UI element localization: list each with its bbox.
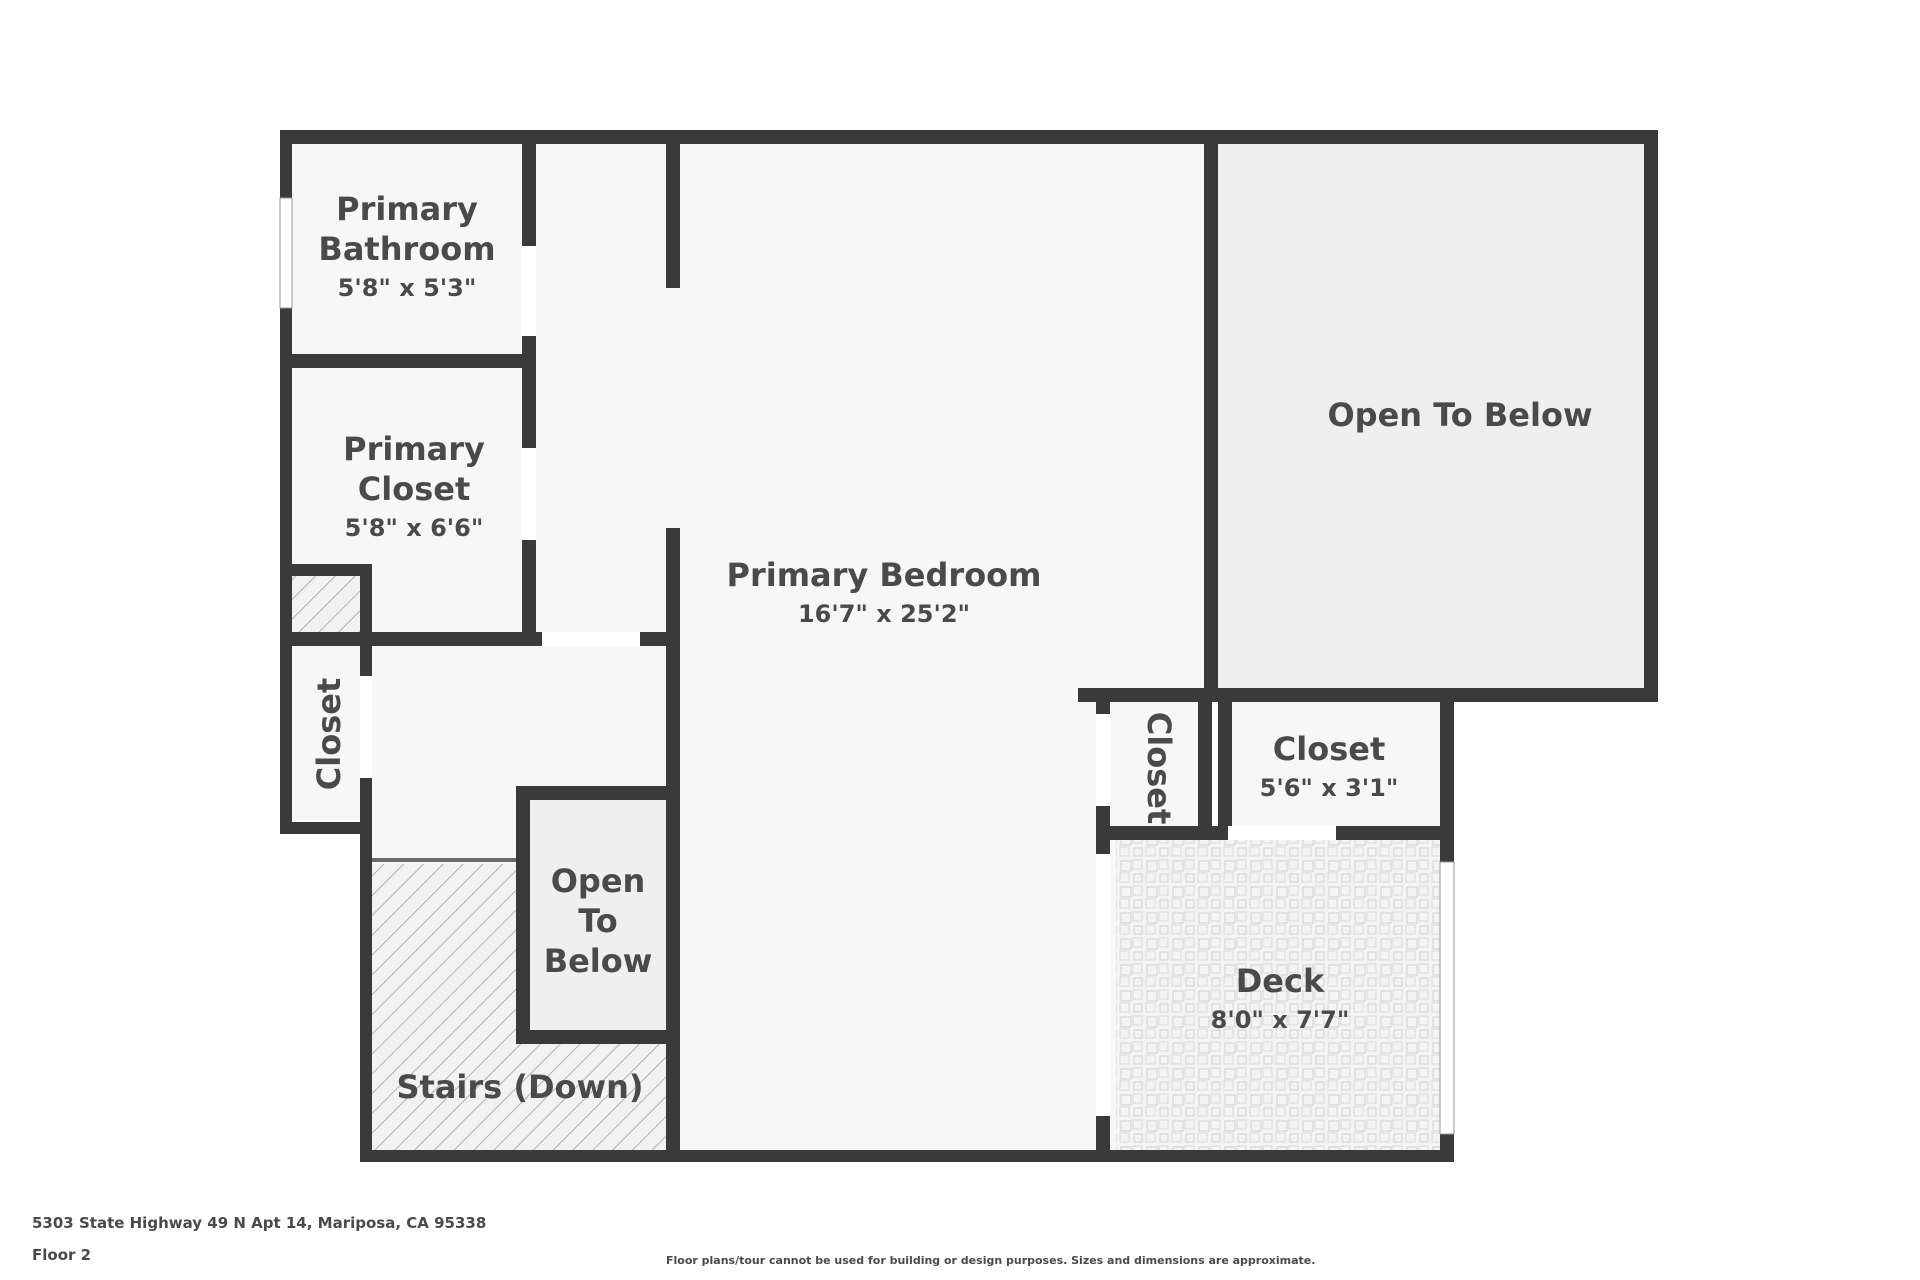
label-closet-left: Closet — [310, 678, 348, 790]
door-landing-top — [542, 632, 640, 646]
room-labels: Primary Bathroom 5'8" x 5'3" Primary Clo… — [310, 190, 1593, 1106]
label-open-to-below-large: Open To Below — [1327, 396, 1592, 434]
wall-bedroom-open — [1204, 130, 1218, 702]
floor-primary-bathroom — [292, 144, 524, 356]
wall-hatch-top — [280, 564, 372, 576]
wall-otb-small-right — [666, 786, 680, 1162]
address-text: 5303 State Highway 49 N Apt 14, Mariposa… — [32, 1214, 487, 1232]
label-closet-right-dim: 5'6" x 3'1" — [1260, 774, 1399, 802]
wall-stairs-top — [372, 858, 516, 862]
wall-top — [280, 130, 1658, 144]
wall-closet-deck-c — [1336, 826, 1454, 840]
wall-open-bottom — [1078, 688, 1658, 702]
wall-otb-small-left — [516, 786, 530, 1044]
floor-closet-left — [292, 644, 360, 820]
floor-bedroom-lower — [672, 700, 1106, 1150]
wall-right-open — [1644, 130, 1658, 702]
wall-hatch-right — [360, 564, 372, 646]
wall-bath-right-c — [522, 540, 536, 644]
label-otb-small-2: To — [578, 902, 618, 940]
wall-cv-right — [1198, 688, 1212, 838]
wall-bath-closet — [280, 354, 536, 368]
label-primary-bathroom-dim: 5'8" x 5'3" — [338, 274, 477, 302]
wall-left-lower — [360, 822, 372, 1162]
wall-bath-right-b — [522, 336, 536, 448]
door-primary-closet — [522, 448, 536, 540]
wall-cv-left-a — [1096, 688, 1110, 714]
walls — [280, 130, 1658, 1162]
wall-closet-deck-a — [1096, 826, 1226, 840]
label-primary-closet-1: Primary — [343, 430, 485, 468]
wall-otb-small-bottom — [516, 1030, 680, 1044]
wall-deck-left — [1096, 1116, 1110, 1162]
wall-bottom — [360, 1150, 1454, 1162]
floor-label: Floor 2 — [32, 1246, 92, 1264]
window-deck — [1439, 861, 1455, 1135]
label-stairs: Stairs (Down) — [396, 1068, 643, 1106]
label-closet-right: Closet — [1273, 730, 1385, 768]
floor-open-to-below-small — [530, 800, 666, 1030]
wall-otb-small-top — [516, 786, 680, 800]
label-primary-bedroom: Primary Bedroom — [726, 556, 1041, 594]
label-otb-small-1: Open — [551, 862, 646, 900]
floor-closet-right — [1218, 700, 1440, 826]
door-closet-right — [1228, 826, 1336, 840]
label-primary-bedroom-dim: 16'7" x 25'2" — [798, 600, 970, 628]
door-bathroom — [522, 246, 536, 336]
door-closet-vertical — [1096, 714, 1110, 806]
floor-hatch-small — [292, 576, 360, 632]
door-deck-left — [1096, 854, 1110, 1116]
wall-hall-stub-mid — [666, 528, 680, 790]
wall-closet-bottom-a — [280, 632, 542, 646]
wall-hall-stub-top — [666, 144, 680, 288]
door-closet-left — [360, 676, 372, 778]
label-primary-closet-2: Closet — [358, 470, 470, 508]
label-primary-bathroom-1: Primary — [336, 190, 478, 228]
floor-deck — [1116, 838, 1440, 1150]
label-primary-bathroom-2: Bathroom — [318, 230, 495, 268]
wall-closet-left-right-b — [360, 778, 372, 834]
window-bathroom — [279, 197, 293, 309]
label-otb-small-3: Below — [544, 942, 653, 980]
wall-left-bottom-step — [280, 822, 372, 834]
wall-bath-right-a — [522, 130, 536, 246]
openings — [279, 197, 1455, 1135]
label-primary-closet-dim: 5'8" x 6'6" — [345, 514, 484, 542]
disclaimer-text: Floor plans/tour cannot be used for buil… — [666, 1254, 1316, 1267]
wall-closet-left-right-a — [360, 640, 372, 676]
label-closet-vertical: Closet — [1140, 712, 1178, 824]
floor-hall — [536, 144, 672, 632]
floor-closet-vertical — [1116, 700, 1204, 826]
floor-open-to-below-large — [1218, 144, 1644, 688]
wall-cv-top — [1218, 688, 1232, 838]
label-deck-dim: 8'0" x 7'7" — [1211, 1006, 1350, 1034]
label-deck: Deck — [1236, 962, 1325, 1000]
